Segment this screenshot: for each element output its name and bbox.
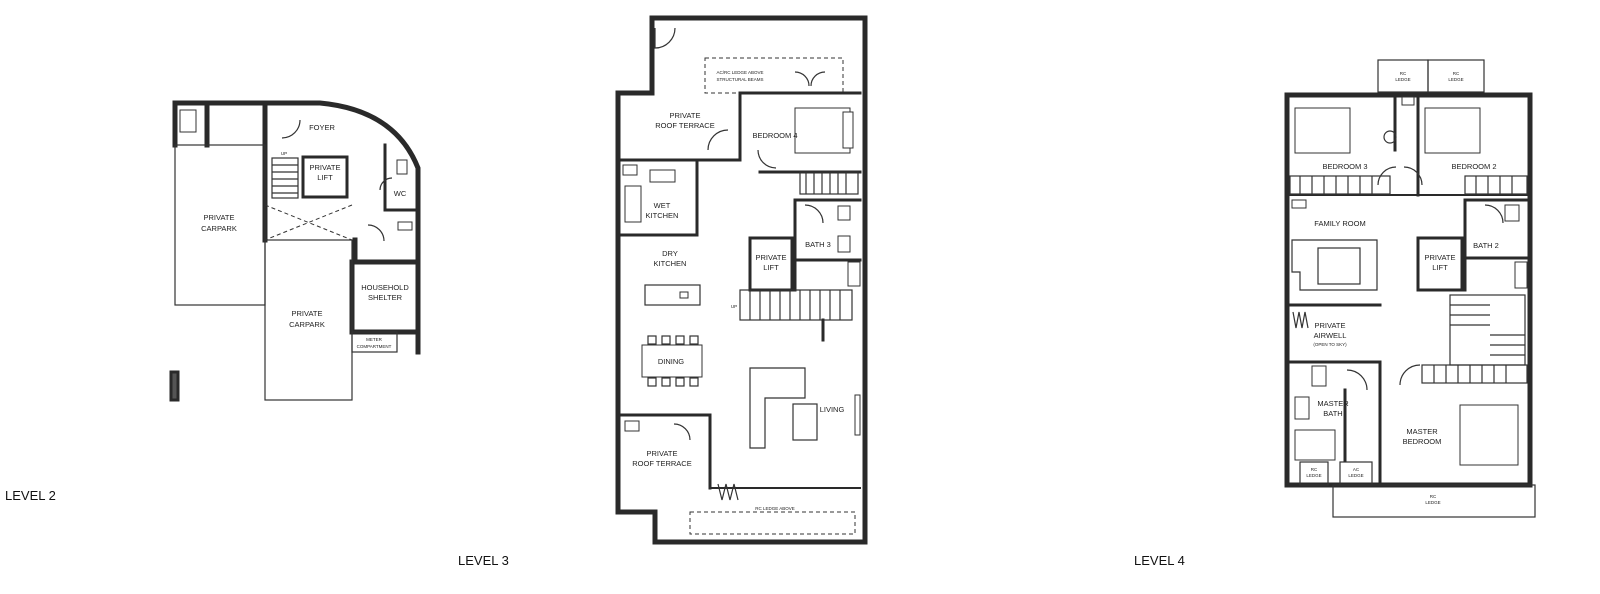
l4-family-room-label: FAMILY ROOM [1314,219,1365,228]
l3-rc-ledge-above: RC LEDGE ABOVE [755,506,795,511]
l4-lift-label-1: PRIVATE [1425,253,1456,262]
level-4-title: LEVEL 4 [1134,553,1185,568]
l2-shelter-label-2: SHELTER [368,293,403,302]
l4-ledge-b3a: RC [1430,494,1437,499]
l2-meter-label-2: COMPARTMENT [357,344,392,349]
l2-carpark1-label-2: CARPARK [201,224,237,233]
l4-ledge-b2b: LEDGE [1348,473,1363,478]
l2-lift-label-1: PRIVATE [310,163,341,172]
l3-living-label: LIVING [820,405,845,414]
l4-airwell-label-1: PRIVATE [1315,321,1346,330]
l2-meter-label-1: METER [366,337,383,342]
level-2-title: LEVEL 2 [5,488,56,503]
l3-bedroom4-label: BEDROOM 4 [752,131,797,140]
level-2-plan: FOYER PRIVATE LIFT WC UP PRIVATE CARPARK… [169,100,421,402]
l4-ledge-top-1a: RC [1400,71,1407,76]
l3-roof-terrace-top-1: PRIVATE [670,111,701,120]
l2-shelter-label-1: HOUSEHOLD [361,283,409,292]
l3-up-label: UP [731,304,737,309]
l4-master-bedroom-2: BEDROOM [1403,437,1442,446]
l4-airwell-label-2: AIRWELL [1314,331,1347,340]
l2-up-label: UP [281,151,287,156]
l3-dry-kitchen-2: KITCHEN [654,259,687,268]
l3-dining-label: DINING [658,357,684,366]
l3-wet-kitchen-1: WET [654,201,671,210]
l2-carpark2-label-2: CARPARK [289,320,325,329]
l4-bedroom2-label: BEDROOM 2 [1451,162,1496,171]
l4-bath2-label: BATH 2 [1473,241,1499,250]
l2-carpark1-label-1: PRIVATE [204,213,235,222]
l4-ledge-b1b: LEDGE [1306,473,1321,478]
l2-foyer-label: FOYER [309,123,335,132]
l4-ledge-b3b: LEDGE [1425,500,1440,505]
l3-wet-kitchen-2: KITCHEN [646,211,679,220]
l4-ledge-top-1b: LEDGE [1395,77,1410,82]
l4-airwell-label-3: (OPEN TO SKY) [1313,342,1347,347]
level-4-plan: RC LEDGE RC LEDGE BEDROOM 3 BEDROOM 2 FA… [1284,59,1536,518]
l2-carpark2-label-1: PRIVATE [292,309,323,318]
l4-ledge-b2a: AC [1353,467,1360,472]
l3-roof-terrace-bottom-2: ROOF TERRACE [632,459,691,468]
l3-roof-terrace-top-2: ROOF TERRACE [655,121,714,130]
l3-dry-kitchen-1: DRY [662,249,678,258]
l3-bath3-label: BATH 3 [805,240,831,249]
l4-lift-label-2: LIFT [1432,263,1448,272]
l3-ledge-note-1: AC/RC LEDGE ABOVE [716,70,763,75]
l4-ledge-b1a: RC [1311,467,1318,472]
level-3-title: LEVEL 3 [458,553,509,568]
l3-lift-label-1: PRIVATE [756,253,787,262]
l3-roof-terrace-bottom-1: PRIVATE [647,449,678,458]
l4-bedroom3-label: BEDROOM 3 [1322,162,1367,171]
l4-master-bath-1: MASTER [1317,399,1349,408]
level-3-plan: AC/RC LEDGE ABOVE STRUCTURAL BEAMS PRIVA… [615,15,868,545]
l3-ledge-note-2: STRUCTURAL BEAMS [716,77,763,82]
l3-lift-label-2: LIFT [763,263,779,272]
l4-master-bath-2: BATH [1323,409,1342,418]
l4-master-bedroom-1: MASTER [1406,427,1438,436]
l4-ledge-top-2b: LEDGE [1448,77,1463,82]
l2-wc-label: WC [394,189,407,198]
l2-lift-label-2: LIFT [317,173,333,182]
l4-ledge-top-2a: RC [1453,71,1460,76]
